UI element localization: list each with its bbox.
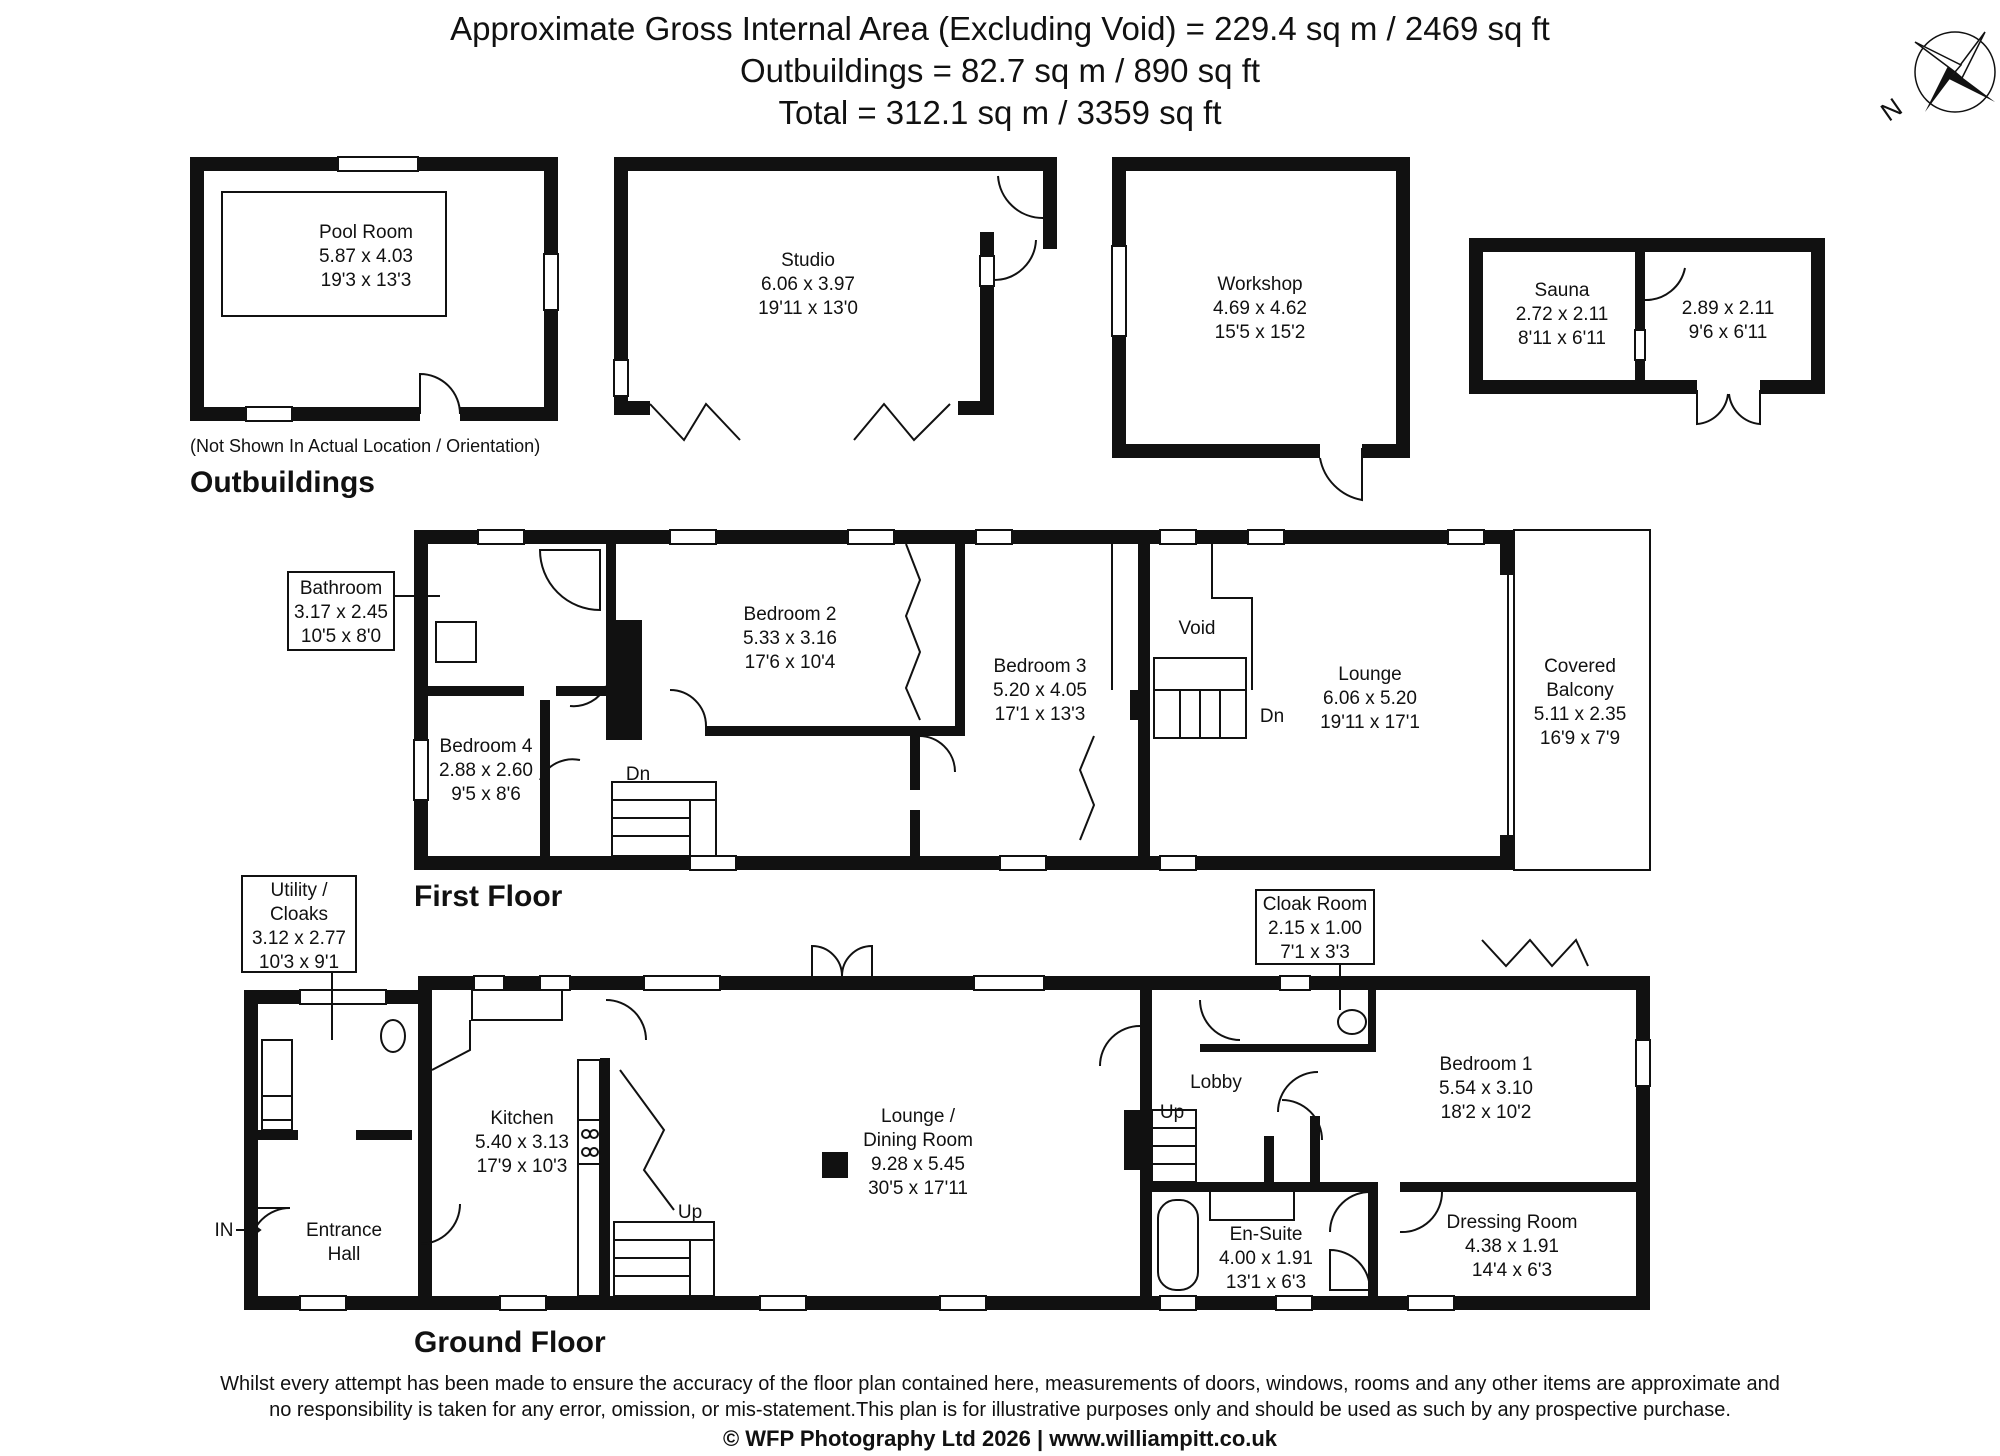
workshop: Workshop 4.69 x 4.62 15'5 x 15'2: [1111, 157, 1410, 502]
kitchen-metric: 5.40 x 3.13: [475, 1132, 569, 1153]
ensuite-metric: 4.00 x 1.91: [1219, 1248, 1313, 1269]
bathroom-callout: Bathroom 3.17 x 2.45 10'5 x 8'0: [287, 571, 440, 651]
bedroom2-imperial: 17'6 x 10'4: [745, 652, 836, 673]
cloak-room-name: Cloak Room: [1263, 894, 1368, 915]
dressing-imperial: 14'4 x 6'3: [1472, 1260, 1552, 1281]
balcony-imperial: 16'9 x 7'9: [1540, 728, 1620, 749]
balcony-metric: 5.11 x 2.35: [1534, 704, 1627, 725]
bedroom1-imperial: 18'2 x 10'2: [1441, 1102, 1532, 1123]
outbuildings-area: Outbuildings = 82.7 sq m / 890 sq ft: [740, 52, 1260, 89]
gf-lounge-imperial: 30'5 x 17'11: [868, 1178, 968, 1199]
pool-room-name: Pool Room: [319, 222, 413, 243]
pool-room-imperial: 19'3 x 13'3: [321, 270, 412, 291]
sauna-metric: 2.72 x 2.11: [1516, 304, 1609, 325]
sauna-imperial: 8'11 x 6'11: [1518, 328, 1606, 349]
ff-lounge-name: Lounge: [1338, 664, 1401, 685]
bedroom3-name: Bedroom 3: [994, 656, 1087, 677]
utility-imperial: 10'3 x 9'1: [259, 952, 339, 973]
workshop-metric: 4.69 x 4.62: [1213, 298, 1307, 319]
store-imperial: 9'6 x 6'11: [1689, 322, 1768, 343]
outbuildings-note: (Not Shown In Actual Location / Orientat…: [190, 436, 540, 456]
ff-down-label-2: Dn: [1260, 706, 1284, 727]
utility-metric: 3.12 x 2.77: [252, 928, 346, 949]
bedroom1-name: Bedroom 1: [1440, 1054, 1533, 1075]
balcony-name1: Covered: [1544, 656, 1616, 677]
area-heading: Approximate Gross Internal Area (Excludi…: [450, 10, 1550, 47]
utility-name2: Cloaks: [270, 904, 328, 925]
entrance-name1: Entrance: [306, 1220, 382, 1241]
first-floor-plan: Bedroom 2 5.33 x 3.16 17'6 x 10'4 Bedroo…: [413, 529, 1651, 871]
bedroom4-metric: 2.88 x 2.60: [439, 760, 533, 781]
cloak-room-imperial: 7'1 x 3'3: [1280, 942, 1350, 963]
gf-lounge-name1: Lounge /: [881, 1106, 956, 1127]
dressing-metric: 4.38 x 1.91: [1465, 1236, 1559, 1257]
ff-lounge-metric: 6.06 x 5.20: [1323, 688, 1417, 709]
ensuite-name: En-Suite: [1230, 1224, 1303, 1245]
gf-up-label-2: Up: [1160, 1102, 1184, 1123]
disclaimer-line1: Whilst every attempt has been made to en…: [220, 1373, 1780, 1395]
entry-arrow-icon: [236, 1223, 262, 1237]
sauna-name: Sauna: [1535, 280, 1590, 301]
bathroom-imperial: 10'5 x 8'0: [301, 626, 381, 647]
gf-lounge-name2: Dining Room: [863, 1130, 973, 1151]
ff-down-label: Dn: [626, 764, 650, 785]
store-metric: 2.89 x 2.11: [1682, 298, 1775, 319]
cloak-room-callout: Cloak Room 2.15 x 1.00 7'1 x 3'3: [1255, 889, 1375, 1010]
bathroom-name: Bathroom: [300, 578, 382, 599]
gf-up-label: Up: [678, 1202, 702, 1223]
dressing-name: Dressing Room: [1447, 1212, 1578, 1233]
lobby-label: Lobby: [1190, 1072, 1242, 1093]
bedroom4-name: Bedroom 4: [440, 736, 533, 757]
cloak-room-metric: 2.15 x 1.00: [1268, 918, 1362, 939]
studio-imperial: 19'11 x 13'0: [758, 298, 858, 319]
ground-floor-plan: Kitchen 5.40 x 3.13 17'9 x 10'3 Entrance…: [215, 938, 1651, 1311]
total-area: Total = 312.1 sq m / 3359 sq ft: [778, 94, 1221, 131]
bedroom1-metric: 5.54 x 3.10: [1439, 1078, 1533, 1099]
in-label: IN: [215, 1220, 234, 1241]
bathroom-metric: 3.17 x 2.45: [294, 602, 388, 623]
outbuildings-title: Outbuildings: [190, 466, 375, 499]
disclaimer-line2: no responsibility is taken for any error…: [269, 1399, 1731, 1421]
kitchen-name: Kitchen: [490, 1108, 553, 1129]
ground-floor-title: Ground Floor: [414, 1326, 606, 1359]
balcony-name2: Balcony: [1546, 680, 1614, 701]
utility-name1: Utility /: [271, 880, 329, 901]
kitchen-imperial: 17'9 x 10'3: [477, 1156, 568, 1177]
studio-metric: 6.06 x 3.97: [761, 274, 855, 295]
bedroom3-metric: 5.20 x 4.05: [993, 680, 1087, 701]
utility-callout: Utility / Cloaks 3.12 x 2.77 10'3 x 9'1: [241, 875, 357, 1040]
workshop-name: Workshop: [1217, 274, 1302, 295]
studio-name: Studio: [781, 250, 835, 271]
workshop-imperial: 15'5 x 15'2: [1215, 322, 1306, 343]
copyright: © WFP Photography Ltd 2026 | www.william…: [723, 1426, 1278, 1451]
ff-lounge-imperial: 19'11 x 17'1: [1320, 712, 1420, 733]
bedroom2-metric: 5.33 x 3.16: [743, 628, 837, 649]
first-floor-title: First Floor: [414, 880, 563, 913]
ensuite-imperial: 13'1 x 6'3: [1226, 1272, 1306, 1293]
bedroom3-imperial: 17'1 x 13'3: [995, 704, 1086, 725]
pool-room: Pool Room 5.87 x 4.03 19'3 x 13'3: [190, 156, 559, 422]
pool-room-metric: 5.87 x 4.03: [319, 246, 413, 267]
bedroom2-name: Bedroom 2: [744, 604, 837, 625]
gf-lounge-metric: 9.28 x 5.45: [871, 1154, 965, 1175]
compass-icon: N: [1875, 31, 1996, 127]
studio: Studio 6.06 x 3.97 19'11 x 13'0: [613, 157, 1057, 442]
void-label: Void: [1179, 618, 1216, 639]
sauna-block: Sauna 2.72 x 2.11 8'11 x 6'11 2.89 x 2.1…: [1469, 238, 1825, 426]
bedroom4-imperial: 9'5 x 8'6: [451, 784, 521, 805]
entrance-name2: Hall: [328, 1244, 361, 1265]
compass-north-label: N: [1875, 92, 1908, 127]
